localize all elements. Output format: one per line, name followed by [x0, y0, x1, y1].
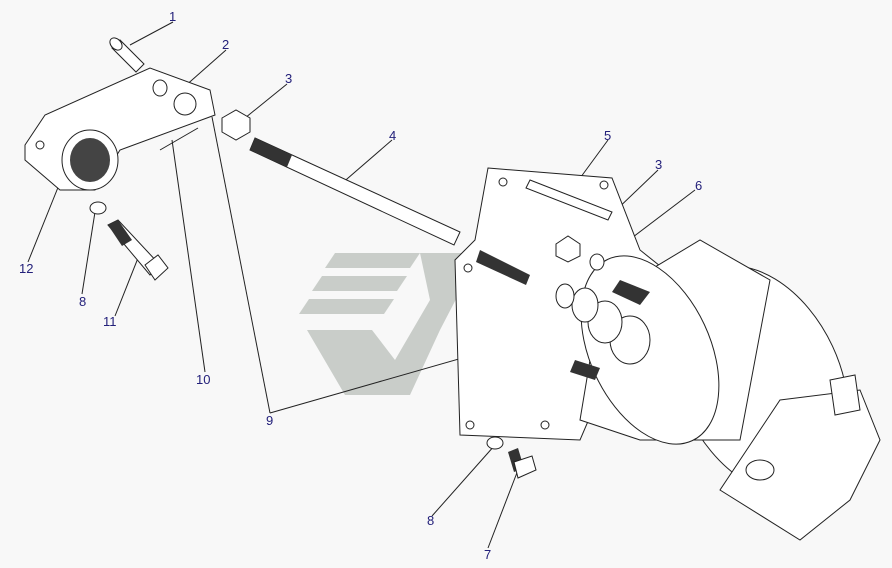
callout-3: 3 — [285, 71, 293, 86]
part-cylinder — [579, 239, 881, 541]
part-washer — [486, 436, 504, 450]
part-lever — [24, 67, 216, 191]
callout-11: 11 — [103, 314, 117, 329]
part-nut — [221, 109, 251, 141]
part-stud — [570, 360, 600, 380]
callout-8: 8 — [79, 294, 87, 309]
callout-7: 7 — [484, 547, 492, 562]
part-stud — [612, 280, 650, 305]
part-boot — [476, 250, 651, 365]
callout-9: 9 — [266, 413, 274, 428]
part-rod — [249, 137, 461, 246]
callout-6: 6 — [695, 178, 703, 193]
part-washer — [589, 253, 605, 271]
part-bolt — [107, 219, 169, 281]
callout-4: 4 — [389, 128, 397, 143]
callout-12: 12 — [19, 261, 34, 276]
callout-3b: 3 — [655, 157, 663, 172]
part-pin — [109, 37, 145, 73]
callout-5: 5 — [604, 128, 612, 143]
part-nut — [555, 235, 581, 263]
callout-8b: 8 — [427, 513, 435, 528]
callout-1: 1 — [169, 9, 177, 24]
part-bolt — [508, 448, 537, 479]
callout-2: 2 — [222, 37, 230, 52]
part-cotter-pin — [159, 127, 199, 151]
part-washer — [89, 201, 107, 215]
callout-10: 10 — [196, 372, 211, 387]
